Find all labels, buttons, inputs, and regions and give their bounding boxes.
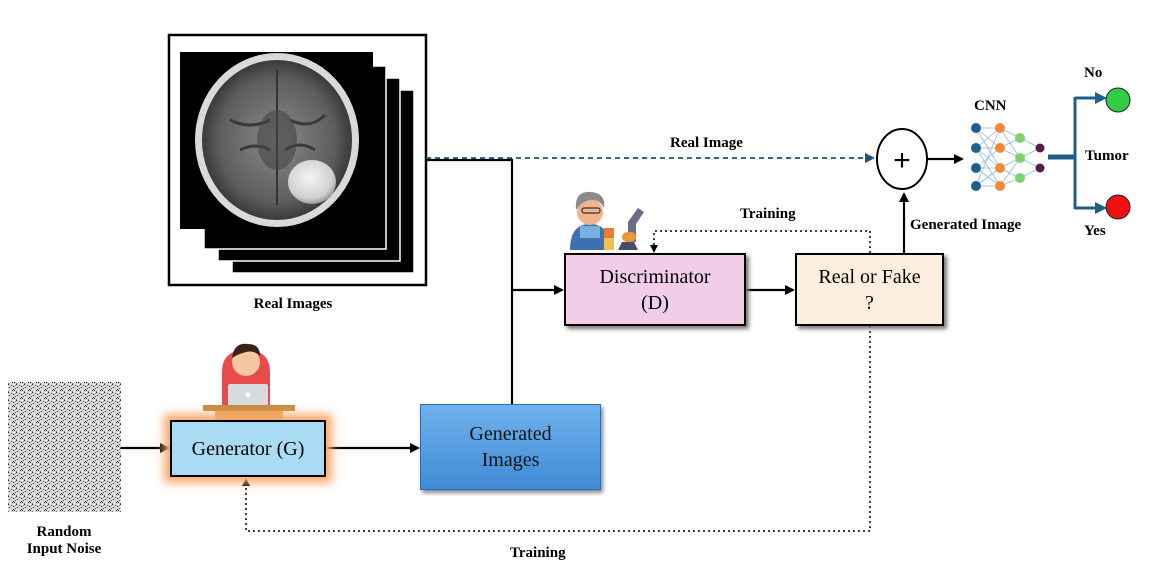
- plus-node: +: [876, 128, 928, 190]
- real-images-caption: Real Images: [253, 296, 333, 312]
- discriminator-line1: Discriminator: [599, 265, 711, 288]
- no-node: [1105, 87, 1131, 113]
- random-noise-caption: Random Input Noise: [0, 524, 128, 559]
- real-or-fake-line2: ?: [865, 291, 874, 314]
- output-branch: [1048, 92, 1107, 214]
- mri-brain-scan-icon: [167, 33, 428, 287]
- yes-node: [1105, 194, 1131, 220]
- no-label: No: [1084, 65, 1103, 81]
- training-loop-bottom: [242, 326, 871, 532]
- generator-box: Generator (G): [170, 420, 326, 477]
- real-or-fake-box: Real or Fake ?: [795, 253, 944, 326]
- generated-images-line2: Images: [481, 449, 540, 471]
- training-label-top: Training: [740, 206, 796, 222]
- plus-sign: +: [893, 144, 911, 177]
- scientist-microscope-icon: [570, 191, 644, 250]
- discriminator-box: Discriminator (D): [564, 253, 746, 326]
- real-or-fake-line1: Real or Fake: [818, 265, 921, 288]
- generator-label: Generator (G): [191, 437, 305, 460]
- training-loop-top: [650, 230, 871, 253]
- cnn-label: CNN: [974, 98, 1007, 114]
- person-laptop-icon: [203, 343, 295, 421]
- tumor-label: Tumor: [1085, 148, 1129, 164]
- neural-network-icon: [971, 123, 1045, 191]
- yes-label: Yes: [1084, 223, 1106, 239]
- noise-texture-icon: [8, 382, 121, 512]
- random-noise-line2: Input Noise: [26, 541, 102, 558]
- generated-images-box: Generated Images: [420, 404, 601, 490]
- discriminator-line2: (D): [641, 291, 669, 314]
- real-image-label: Real Image: [670, 135, 743, 151]
- training-label-bottom: Training: [510, 545, 566, 561]
- generated-image-label: Generated Image: [910, 217, 1022, 233]
- real-images-connector: [426, 158, 514, 404]
- random-noise-line1: Random: [36, 524, 92, 540]
- generated-images-line1: Generated: [469, 423, 552, 445]
